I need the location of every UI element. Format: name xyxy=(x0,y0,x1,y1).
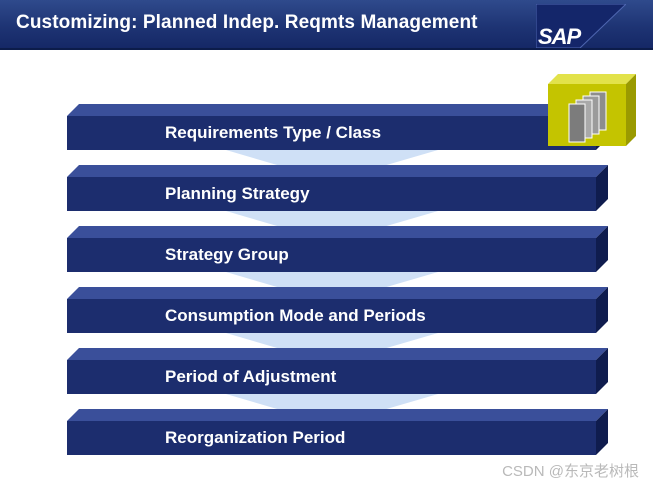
step-label: Consumption Mode and Periods xyxy=(165,306,426,325)
step-bar xyxy=(67,409,608,455)
page-title: Customizing: Planned Indep. Reqmts Manag… xyxy=(16,12,478,33)
step-label: Reorganization Period xyxy=(165,428,346,447)
step-bar xyxy=(67,226,608,272)
watermark: CSDN @东京老树根 xyxy=(502,463,639,480)
document-stack-cube-icon xyxy=(548,74,636,146)
step-bar xyxy=(67,165,608,211)
step-label: Requirements Type / Class xyxy=(165,123,382,142)
step-label: Period of Adjustment xyxy=(165,367,337,386)
step-label: Strategy Group xyxy=(165,245,289,264)
step-bar xyxy=(67,348,608,394)
sap-logo xyxy=(536,4,626,48)
step-label: Planning Strategy xyxy=(165,184,310,203)
header-divider xyxy=(0,48,653,50)
step-bar xyxy=(67,287,608,333)
sap-logo-text: SAP xyxy=(538,24,581,49)
